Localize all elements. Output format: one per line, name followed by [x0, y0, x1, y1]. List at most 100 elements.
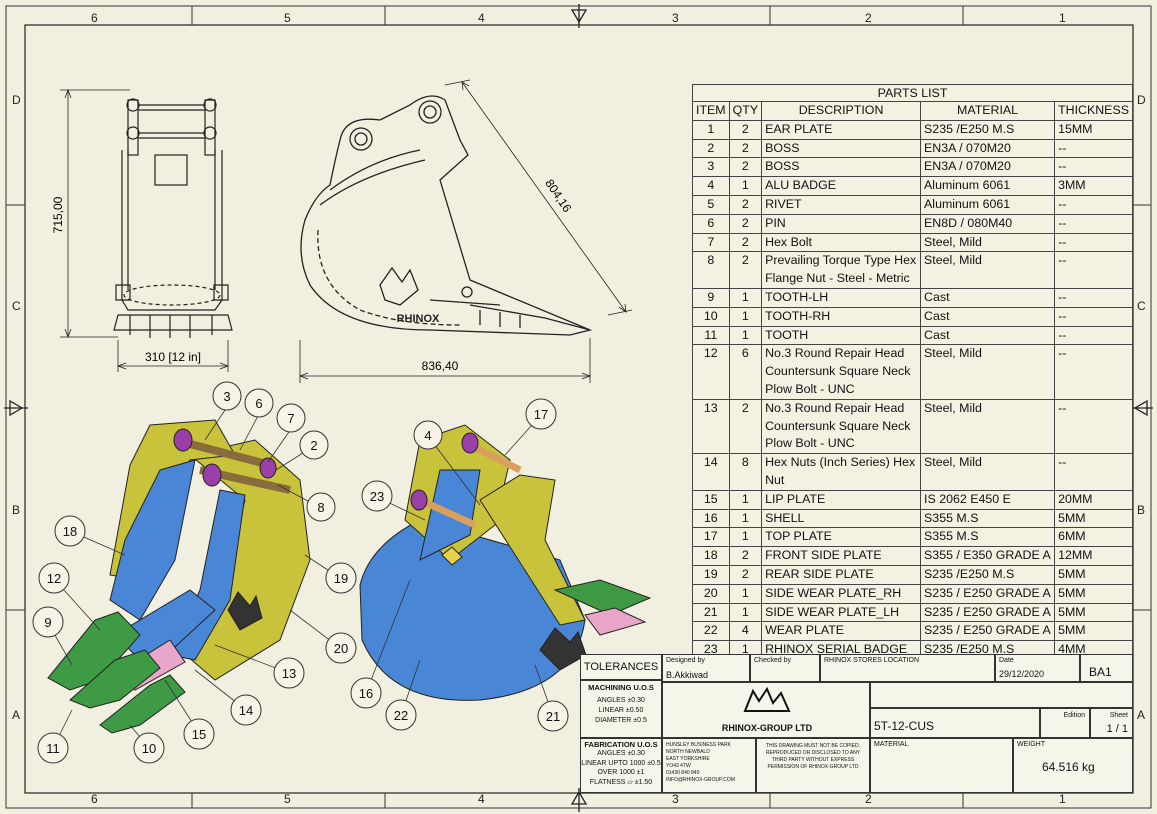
- cell-thickness: 6MM: [1054, 527, 1133, 548]
- cell-material: Steel, Mild: [920, 232, 1056, 253]
- svg-text:14: 14: [239, 703, 253, 718]
- front-view: [113, 98, 233, 338]
- svg-text:23: 23: [370, 489, 384, 504]
- svg-text:9: 9: [44, 615, 51, 630]
- revision-code: BA1: [1089, 665, 1112, 679]
- iso-view-rear: [359, 424, 652, 701]
- cell-material: Cast: [920, 287, 1056, 308]
- cell-thickness: 12MM: [1054, 546, 1133, 566]
- side-view-logo-mark: RHINOX: [397, 313, 440, 325]
- centering-marks: [4, 4, 1153, 812]
- balloon-3: 3: [212, 381, 242, 411]
- cell-qty: 2: [728, 194, 763, 215]
- cell-description: ALU BADGE: [761, 176, 922, 196]
- cell-material: S355 M.S: [920, 508, 1056, 529]
- balloon-15: 15: [183, 718, 215, 750]
- material-cell: MATERIAL: [870, 738, 1013, 793]
- company-cell: RHINOX-GROUP LTD: [662, 682, 870, 738]
- balloon-20: 20: [325, 632, 357, 664]
- cell-item: 10: [692, 306, 730, 327]
- revision-cell: BA1: [1080, 654, 1133, 682]
- copyright-notice: THIS DRAWING MUST NOT BE COPIED, REPRODU…: [765, 743, 861, 770]
- fabrication-title: FABRICATION U.O.S: [584, 740, 658, 749]
- cell-qty: 1: [728, 508, 763, 529]
- cell-material: S235 /E250 M.S: [920, 119, 1056, 140]
- cell-qty: 1: [728, 527, 763, 548]
- part-number: 5T-12-CUS: [874, 719, 935, 733]
- balloon-12: 12: [38, 562, 70, 594]
- balloons: 3 6 7 2 8 18 19 12 9 20 13 14 15 11 10 4…: [32, 381, 569, 764]
- cell-material: IS 2062 E450 E: [920, 489, 1056, 510]
- cell-qty: 1: [728, 489, 763, 510]
- balloon-8: 8: [306, 492, 336, 522]
- cell-item: 4: [692, 176, 730, 196]
- cell-description: No.3 Round Repair Head Countersunk Squar…: [761, 398, 922, 455]
- balloon-19: 19: [325, 562, 357, 594]
- svg-text:7: 7: [287, 411, 294, 426]
- balloon-11: 11: [37, 732, 69, 764]
- cell-description: RIVET: [761, 194, 922, 215]
- cell-qty: 1: [728, 306, 763, 327]
- cell-description: TOP PLATE: [761, 527, 922, 548]
- cell-qty: 1: [728, 325, 763, 346]
- iso-view-front: [47, 419, 311, 734]
- zone-ticks: [6, 6, 1151, 808]
- cell-thickness: 3MM: [1054, 176, 1133, 196]
- cell-item: 14: [692, 453, 730, 491]
- company-name: RHINOX-GROUP LTD: [721, 723, 813, 733]
- date-cell: Date 29/12/2020: [995, 654, 1080, 682]
- fabrication-cell: FABRICATION U.O.S ANGLES ±0.30 LINEAR UP…: [580, 738, 662, 793]
- parts-list-title: PARTS LIST: [692, 84, 1133, 101]
- designer-name: B.Akkiwad: [666, 670, 709, 680]
- cell-description: Hex Nuts (Inch Series) Hex Nut: [761, 453, 922, 491]
- cell-item: 8: [692, 251, 730, 289]
- cell-description: SHELL: [761, 508, 922, 529]
- header-material: MATERIAL: [920, 101, 1056, 121]
- cell-thickness: --: [1054, 213, 1133, 234]
- cell-thickness: --: [1054, 398, 1133, 455]
- cell-item: 18: [692, 546, 730, 566]
- cell-item: 17: [692, 527, 730, 548]
- cell-qty: 2: [728, 213, 763, 234]
- zone-row-a-left: A: [12, 708, 21, 722]
- cell-qty: 2: [728, 119, 763, 140]
- cell-thickness: --: [1054, 232, 1133, 253]
- balloon-2: 2: [299, 430, 329, 460]
- company-address: HUNSLEY BUSINESS PARK NORTH NEWBALD EAST…: [666, 742, 735, 783]
- cell-qty: 4: [728, 621, 763, 642]
- svg-text:20: 20: [334, 641, 348, 656]
- svg-text:4: 4: [424, 428, 431, 443]
- cell-description: TOOTH-RH: [761, 306, 922, 327]
- cell-thickness: --: [1054, 251, 1133, 289]
- cell-qty: 2: [728, 138, 763, 159]
- side-view: [300, 95, 593, 336]
- svg-text:8: 8: [317, 500, 324, 515]
- balloon-9: 9: [32, 606, 64, 638]
- zone-row-c-left: C: [12, 299, 21, 313]
- cell-description: EAR PLATE: [761, 119, 922, 140]
- cell-item: 3: [692, 157, 730, 178]
- zone-column-3-top: 3: [672, 11, 679, 25]
- cell-description: LIP PLATE: [761, 489, 922, 510]
- header-item: ITEM: [692, 101, 730, 121]
- cell-item: 1: [692, 119, 730, 140]
- cell-item: 19: [692, 564, 730, 585]
- cell-description: Prevailing Torque Type Hex Flange Nut - …: [761, 251, 922, 289]
- cell-material: Steel, Mild: [920, 251, 1056, 289]
- cell-material: S355 M.S: [920, 527, 1056, 548]
- height-dimension: 715,00: [51, 196, 65, 233]
- machining-tolerances: ANGLES ±0.30 LINEAR ±0.50 DIAMETER ±0.5: [595, 697, 647, 724]
- parts-list-table: PARTS LIST ITEM QTY DESCRIPTION MATERIAL…: [692, 84, 1133, 660]
- location-cell: RHINOX STORES LOCATION: [820, 654, 995, 682]
- balloon-14: 14: [230, 694, 262, 726]
- cell-thickness: --: [1054, 453, 1133, 491]
- cell-item: 11: [692, 325, 730, 346]
- cell-qty: 2: [728, 232, 763, 253]
